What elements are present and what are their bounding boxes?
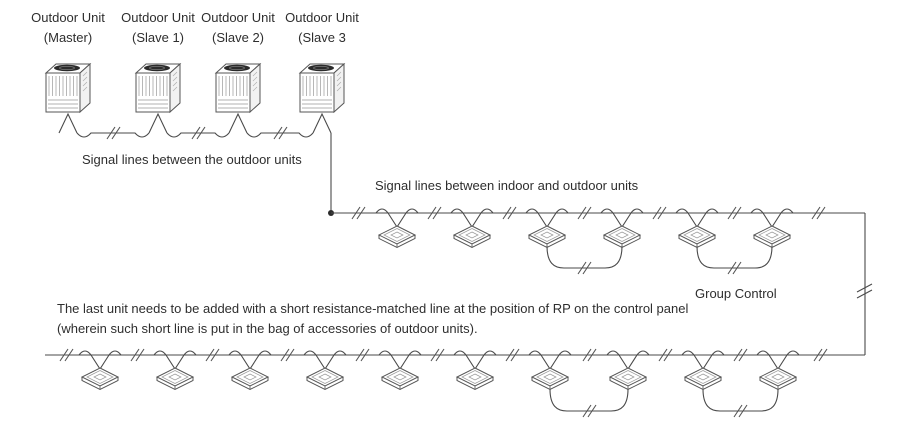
outdoor-unit-slave3-icon — [299, 63, 345, 113]
outdoor-unit-slave1-icon — [135, 63, 181, 113]
indoor-unit-icon — [456, 367, 494, 390]
caption-group-control: Group Control — [695, 286, 777, 301]
caption-outdoor-signal-lines: Signal lines between the outdoor units — [82, 152, 302, 167]
outdoor-signal-lines — [58, 112, 334, 216]
indoor-bus-row1 — [331, 206, 873, 355]
indoor-unit-icon — [378, 225, 416, 248]
outdoor-unit-role: (Master) — [43, 30, 93, 45]
indoor-unit-icon — [231, 367, 269, 390]
note-line-2: (wherein such short line is put in the b… — [57, 321, 478, 336]
indoor-units-row1 — [378, 225, 791, 248]
indoor-units-row2 — [81, 367, 797, 390]
outdoor-unit-label-slave2: Outdoor Unit (Slave 2) — [183, 8, 293, 48]
indoor-unit-icon — [684, 367, 722, 390]
indoor-unit-icon — [609, 367, 647, 390]
outdoor-unit-label-slave3: Outdoor Unit (Slave 3 — [267, 8, 377, 48]
indoor-unit-icon — [453, 225, 491, 248]
outdoor-unit-label-slave1: Outdoor Unit (Slave 1) — [103, 8, 213, 48]
indoor-unit-icon — [531, 367, 569, 390]
indoor-unit-icon — [81, 367, 119, 390]
outdoor-unit-role: (Slave 1) — [131, 30, 185, 45]
indoor-unit-icon — [603, 225, 641, 248]
indoor-unit-icon — [156, 367, 194, 390]
outdoor-unit-name: Outdoor Unit — [201, 10, 275, 25]
outdoor-unit-label-master: Outdoor Unit (Master) — [13, 8, 123, 48]
outdoor-unit-name: Outdoor Unit — [285, 10, 359, 25]
indoor-unit-icon — [528, 225, 566, 248]
outdoor-unit-role: (Slave 3 — [298, 30, 346, 45]
outdoor-unit-master-icon — [45, 63, 91, 113]
indoor-unit-icon — [306, 367, 344, 390]
outdoor-unit-slave2-icon — [215, 63, 261, 113]
caption-indoor-outdoor-signal-lines: Signal lines between indoor and outdoor … — [375, 178, 639, 193]
indoor-unit-icon — [381, 367, 419, 390]
indoor-unit-icon — [678, 225, 716, 248]
outdoor-unit-name: Outdoor Unit — [121, 10, 195, 25]
outdoor-units-group — [45, 63, 345, 113]
outdoor-unit-role: (Slave 2) — [211, 30, 265, 45]
outdoor-unit-name: Outdoor Unit — [31, 10, 105, 25]
indoor-unit-icon — [753, 225, 791, 248]
note-line-1: The last unit needs to be added with a s… — [57, 301, 689, 316]
indoor-unit-icon — [759, 367, 797, 390]
